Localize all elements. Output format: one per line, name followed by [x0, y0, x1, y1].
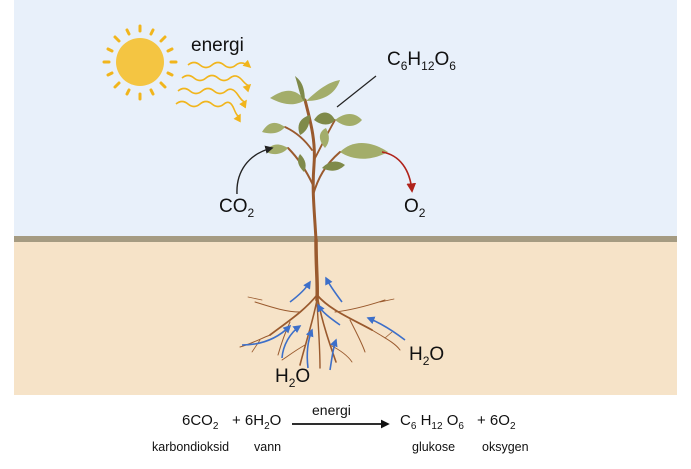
- ground-line: [14, 236, 677, 242]
- water-arrows: [241, 276, 406, 371]
- equation-o2: + 6O2: [477, 412, 516, 432]
- caption-water: vann: [254, 440, 282, 454]
- equation-co2: 6CO2: [182, 412, 219, 432]
- o2-arrow: [381, 151, 417, 193]
- caption-carbon-dioxide: karbondioksid: [152, 440, 230, 454]
- water-label-right: H2O: [409, 344, 445, 368]
- glucose-label: C6H12O6: [387, 49, 456, 73]
- water-label-bottom: H2O: [275, 366, 311, 390]
- energy-label: energi: [191, 35, 244, 56]
- o2-label: O2: [404, 196, 426, 220]
- energy-rays: [175, 59, 252, 123]
- co2-label: CO2: [219, 196, 255, 220]
- co2-arrow: [236, 145, 274, 195]
- soil-background: [14, 240, 677, 395]
- equation-glucose: C6 H12 O6: [400, 412, 464, 432]
- glucose-pointer-line: [336, 75, 377, 108]
- sun-icon: [102, 24, 178, 101]
- equation-arrow-label: energi: [312, 402, 351, 418]
- equation-h2o: + 6H2O: [232, 412, 282, 432]
- caption-glucose: glukose: [412, 440, 456, 454]
- plant-leaves: [262, 76, 388, 172]
- caption-oxygen: oksygen: [482, 440, 529, 454]
